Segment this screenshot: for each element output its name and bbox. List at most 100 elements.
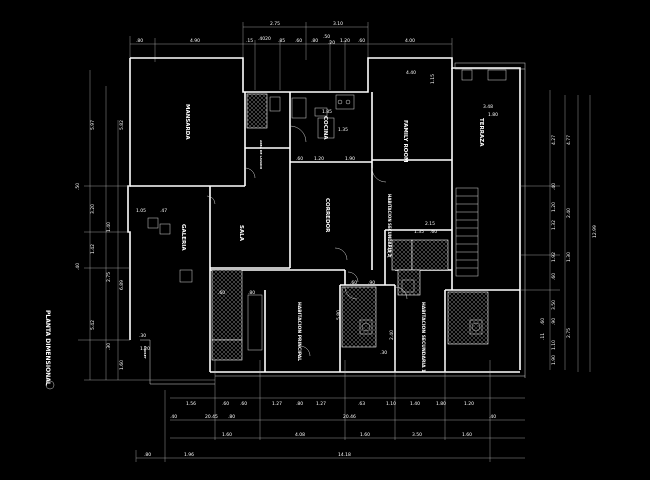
dim-top-row2-b: 4.90: [190, 38, 200, 44]
dim-left-2: .50: [75, 183, 81, 190]
dim-right-15: .60: [540, 318, 546, 325]
dim-bottom-r1-8: 1.40: [410, 401, 420, 407]
dim-top-row2-g: .80: [311, 38, 318, 44]
dim-left-0: 5.97: [90, 120, 96, 130]
dim-left-14: .47: [160, 208, 167, 214]
dim-int-16: 1.30: [387, 248, 393, 258]
dim-bottom-r1-7: 1.10: [386, 401, 396, 407]
dim-bottom-r4-0: .80: [144, 452, 151, 458]
dim-bottom-r3-2: 1.60: [360, 432, 370, 438]
room-label-cocina: COCINA: [322, 116, 328, 140]
dim-top-row2-d: .4020: [258, 36, 271, 42]
dim-top-row2-j: 1.20: [340, 38, 350, 44]
dim-int-19: .30: [380, 350, 387, 356]
room-label-hab-principal: HABITACION PRINCIPAL: [296, 302, 302, 361]
dim-int-13: .90: [368, 280, 375, 286]
dim-left-5: .40: [75, 263, 81, 270]
dim-top-row2-h: .50: [323, 34, 330, 40]
dim-top-row2-i: .20: [328, 40, 335, 46]
dim-int-4: 1.85: [322, 109, 332, 115]
dim-int-15: .80: [248, 290, 255, 296]
dim-top-row1-b: 3.10: [333, 21, 343, 27]
dim-right-13: .11: [540, 333, 546, 340]
dim-bottom-r1-9: 1.80: [436, 401, 446, 407]
dim-bottom-r4-1: 1.96: [184, 452, 194, 458]
dim-int-10: 1.35: [414, 229, 424, 235]
tiled-areas: [211, 93, 489, 361]
dim-top-row2-a: .80: [136, 38, 143, 44]
stair: [455, 187, 479, 277]
dim-bottom-r2-0: .40: [170, 414, 177, 420]
room-label-terraza: TERRAZA: [478, 118, 484, 147]
dim-left-9: 6.89: [119, 280, 125, 290]
dim-bottom-r1-10: 1.20: [464, 401, 474, 407]
dim-bottom-r1-1: .60: [222, 401, 229, 407]
dim-bottom-r1-0: 1.56: [186, 401, 196, 407]
dim-right-14: 1.10: [551, 340, 557, 350]
dim-bottom-r2-2: .80: [228, 414, 235, 420]
dim-top-row2-l: 4.00: [405, 38, 415, 44]
dim-left-8: 5.42: [90, 320, 96, 330]
dim-top-row2-f: .60: [295, 38, 302, 44]
dim-bottom-r3-4: 1.60: [462, 432, 472, 438]
dim-right-4: 1.20: [551, 202, 557, 212]
dim-bottom-r1-3: 1.27: [272, 401, 282, 407]
dim-bottom-r1-4: .80: [296, 401, 303, 407]
room-label-hab-secundaria-1: HABITACION SECUNDARIA 1: [420, 302, 426, 372]
dim-right-5: 1.32: [551, 220, 557, 230]
dim-left-4: 1.42: [90, 244, 96, 254]
dim-int-9: 2.15: [425, 221, 435, 227]
dim-right-2: .40: [551, 183, 557, 190]
dim-left-12: .30: [139, 333, 146, 339]
dim-top-row2-c: .15: [246, 38, 253, 44]
dim-right-1: 4.27: [551, 135, 557, 145]
dim-int-5: 1.35: [338, 127, 348, 133]
dim-int-12: .60: [350, 280, 357, 286]
room-label-area-lavado: AREA DE LAVADO: [259, 140, 263, 170]
dim-int-8: 1.90: [345, 156, 355, 162]
dim-right-16: 1.90: [551, 355, 557, 365]
dim-right-8: 1.92: [551, 252, 557, 262]
dim-int-18: 5.80: [336, 310, 342, 320]
dim-right-9: .60: [551, 273, 557, 280]
dim-left-13: 1.05: [136, 208, 146, 214]
dim-int-0: 4.40: [406, 70, 416, 76]
dim-int-6: .60: [296, 156, 303, 162]
dim-right-6: 12.99: [592, 225, 598, 238]
dim-bottom-r2-3: 20.46: [343, 414, 356, 420]
interior-walls: [130, 68, 520, 372]
dim-left-11: 1.60: [119, 360, 125, 370]
bottom-dimension-lines: [135, 360, 525, 462]
dim-bottom-r3-0: 1.60: [222, 432, 232, 438]
dim-int-11: .60: [430, 229, 437, 235]
room-label-galeria: GALERIA: [180, 224, 186, 251]
fixtures: [147, 69, 507, 351]
dim-right-10: 2.75: [566, 328, 572, 338]
dim-int-1: 1.15: [430, 74, 436, 84]
room-label-closet: CLOSET: [143, 346, 147, 360]
room-label-corredor: CORREDOR: [324, 198, 330, 233]
title-marker-circle: [45, 380, 55, 390]
drawing-title: PLANTA DIMENSIONAL: [44, 310, 51, 386]
dim-bottom-r2-1: 20.45: [205, 414, 218, 420]
dim-left-3: 3.20: [90, 204, 96, 214]
dim-right-12: .90: [551, 318, 557, 325]
dim-left-7: 1.40: [106, 222, 112, 232]
dim-right-3: 2.40: [566, 208, 572, 218]
dim-bottom-r3-3: 3.50: [412, 432, 422, 438]
dim-top-row1-a: 2.75: [270, 21, 280, 27]
side-dimension-lines: [78, 70, 591, 381]
dim-int-3: 3.48: [483, 104, 493, 110]
dim-right-7: 1.30: [566, 252, 572, 262]
dim-bottom-r1-2: .60: [240, 401, 247, 407]
dim-bottom-r2-4: .40: [489, 414, 496, 420]
dim-right-11: 3.50: [551, 300, 557, 310]
exterior-walls: [127, 57, 526, 385]
dim-int-17: 2.40: [389, 330, 395, 340]
dim-left-1: 5.82: [119, 120, 125, 130]
dim-bottom-r1-6: .63: [358, 401, 365, 407]
room-label-sala: SALA: [238, 225, 244, 242]
dim-left-10: .30: [106, 343, 112, 350]
dim-int-20: 1.20: [140, 346, 150, 352]
